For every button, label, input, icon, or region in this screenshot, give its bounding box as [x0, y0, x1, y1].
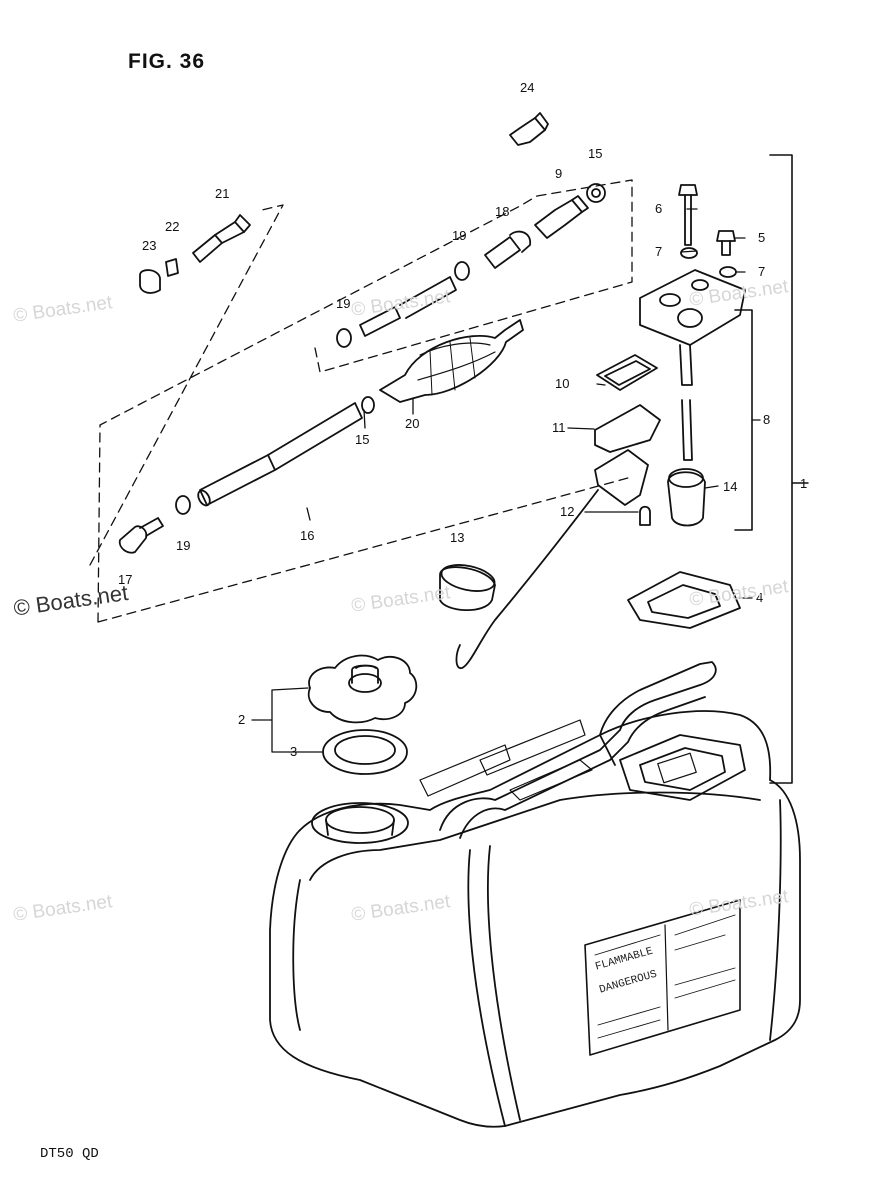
callout-9: 9: [555, 166, 563, 181]
figure-title: FIG. 36: [128, 50, 206, 73]
callout-19a: 19: [452, 228, 467, 243]
callout-7a: 7: [655, 244, 663, 259]
callout-6: 6: [655, 201, 663, 216]
callout-11: 11: [552, 420, 566, 435]
callout-15a: 15: [588, 146, 603, 161]
callout-20: 20: [405, 416, 420, 431]
callout-22: 22: [165, 219, 180, 234]
callout-5: 5: [758, 230, 766, 245]
callout-18: 18: [495, 204, 510, 219]
callout-leaders: [251, 208, 761, 753]
callout-23: 23: [142, 238, 157, 253]
callout-1: 1: [800, 476, 808, 491]
fuel-hose-assembly: [89, 112, 633, 623]
callout-21: 21: [215, 186, 230, 201]
callout-7b: 7: [758, 264, 766, 279]
callout-16: 16: [300, 528, 315, 543]
callout-8: 8: [763, 412, 771, 427]
callout-10: 10: [555, 376, 570, 391]
callout-13: 13: [450, 530, 465, 545]
callout-4: 4: [756, 590, 764, 605]
callout-15b: 15: [355, 432, 370, 447]
callout-3: 3: [290, 744, 298, 759]
fuel-cap: [307, 654, 418, 724]
callout-17: 17: [118, 572, 133, 587]
cap-gasket: [322, 729, 408, 775]
callout-2: 2: [238, 712, 246, 727]
callout-14: 14: [723, 479, 738, 494]
callout-12: 12: [560, 504, 575, 519]
figure-code: DT50 QD: [40, 1146, 99, 1162]
callout-24: 24: [520, 80, 535, 95]
callout-19b: 19: [336, 296, 351, 311]
fuel-tank: [269, 661, 801, 1128]
callout-19c: 19: [176, 538, 191, 553]
